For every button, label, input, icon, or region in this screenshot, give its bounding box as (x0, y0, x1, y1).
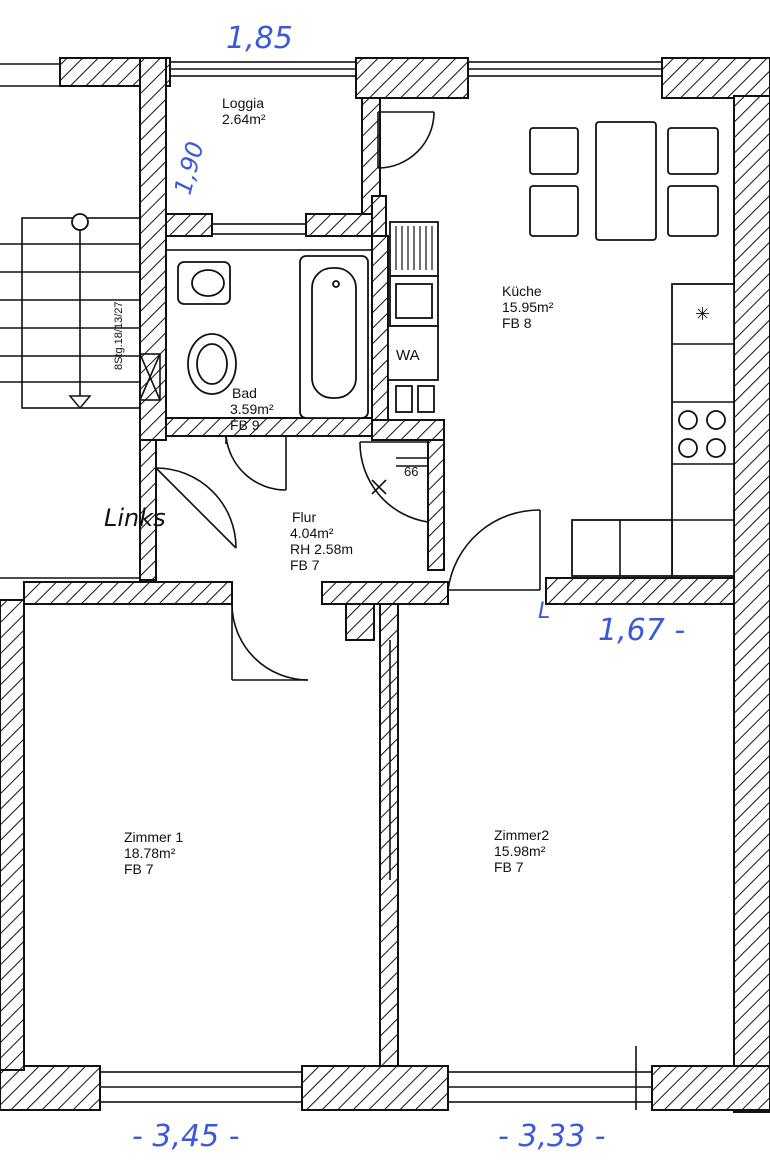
flur-height: RH 2.58m (290, 541, 353, 557)
staircase: 8Stg.18/13/27 (0, 213, 161, 410)
mark-l: L (538, 599, 550, 624)
room-kueche: Küche 15.95m² FB 8 (502, 283, 554, 331)
interior-walls (23, 57, 735, 1067)
dim-bottom-left: - 3,45 - (132, 1119, 240, 1154)
room-bad: Bad 3.59m² FB 9 (230, 385, 274, 433)
outer-walls (0, 57, 770, 1113)
wall-top-mid (355, 57, 469, 99)
links-annotation: Links (104, 504, 166, 532)
kueche-area: 15.95m² (502, 299, 554, 315)
wall-right (733, 95, 770, 1113)
wall-bottom-left (0, 1065, 101, 1111)
wall-top-right (661, 57, 770, 99)
room-zimmer2: Zimmer2 15.98m² FB 7 (494, 827, 549, 875)
stove-burner (678, 410, 698, 430)
kueche-floor: FB 8 (502, 315, 532, 331)
wa-label: WA (396, 347, 420, 364)
zimmer2-name: Zimmer2 (494, 827, 549, 843)
kitchen-fixtures: ✳ WA (387, 121, 735, 577)
dim-bottom-right: - 3,33 - (498, 1119, 606, 1154)
washer-box (387, 325, 439, 381)
room-flur: Flur 4.04m² RH 2.58m FB 7 (290, 509, 353, 573)
zimmer2-area: 15.98m² (494, 843, 546, 859)
dim-kitchen-width: 1,67 - (598, 613, 685, 648)
dim-loggia-side: 1,90 (169, 139, 210, 198)
kueche-name: Küche (502, 283, 542, 299)
loggia-area: 2.64m² (222, 111, 266, 127)
zimmer1-floor: FB 7 (124, 861, 154, 877)
wall-bottom-mid (301, 1065, 449, 1111)
flur-area: 4.04m² (290, 525, 334, 541)
dim-66: 66 (404, 464, 418, 479)
svg-text:✳: ✳ (695, 304, 710, 324)
room-zimmer1: Zimmer 1 18.78m² FB 7 (124, 829, 183, 877)
wall-left (0, 599, 25, 1071)
bathroom-fixtures (165, 249, 373, 419)
stair-label: 8Stg.18/13/27 (113, 301, 125, 370)
zimmer1-area: 18.78m² (124, 845, 176, 861)
bad-name: Bad (232, 385, 257, 401)
zimmer2-floor: FB 7 (494, 859, 524, 875)
flur-name: Flur (292, 509, 316, 525)
zimmer1-name: Zimmer 1 (124, 829, 183, 845)
loggia-name: Loggia (222, 95, 264, 111)
bad-floor: FB 9 (230, 417, 260, 433)
doors: 66 (155, 435, 637, 1110)
wall-bottom-right (651, 1065, 770, 1111)
bad-area: 3.59m² (230, 401, 274, 417)
loggia-door (377, 111, 435, 169)
room-loggia: Loggia 2.64m² (222, 95, 266, 127)
dim-top: 1,85 (226, 21, 293, 56)
flur-floor: FB 7 (290, 557, 320, 573)
